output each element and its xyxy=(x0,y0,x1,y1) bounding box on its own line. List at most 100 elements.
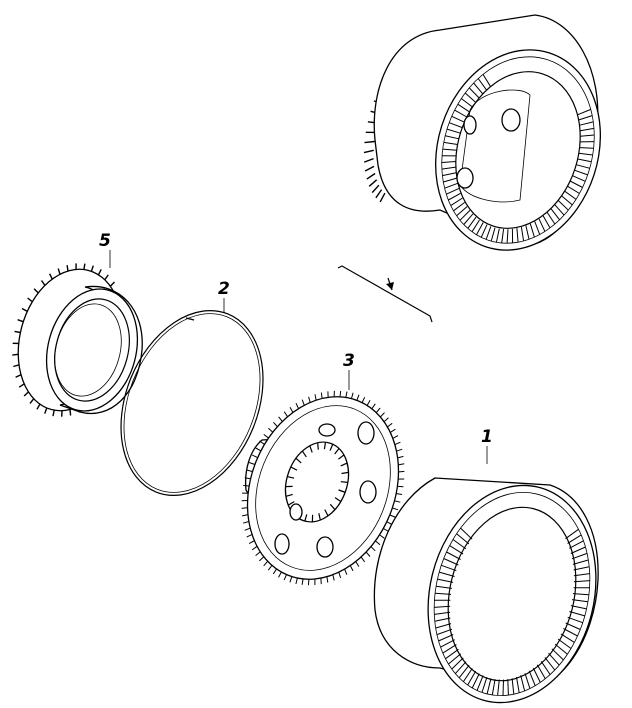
tooth xyxy=(561,195,573,206)
tooth xyxy=(569,611,585,617)
bolt-hole xyxy=(456,167,474,189)
tooth xyxy=(441,166,456,170)
tooth xyxy=(565,528,579,540)
tooth xyxy=(456,206,468,217)
internal-teeth xyxy=(441,74,595,244)
tooth xyxy=(443,141,458,145)
tooth xyxy=(371,184,380,194)
hub-hole xyxy=(274,533,290,555)
tooth xyxy=(453,201,466,212)
tooth xyxy=(451,657,464,670)
tooth xyxy=(467,670,477,686)
tooth xyxy=(450,197,463,207)
tooth xyxy=(579,147,594,149)
tooth xyxy=(480,224,488,238)
tooth xyxy=(363,149,374,154)
tooth xyxy=(462,668,473,682)
tooth xyxy=(436,628,453,636)
tooth xyxy=(441,161,456,163)
tooth xyxy=(564,190,577,200)
hub-hole xyxy=(359,480,377,504)
tooth xyxy=(435,592,452,595)
tooth xyxy=(560,633,575,643)
tooth xyxy=(579,121,594,126)
hub-hole xyxy=(289,503,303,521)
tooth xyxy=(567,616,583,624)
splined-bore xyxy=(285,442,349,522)
tooth xyxy=(364,165,375,172)
tooth xyxy=(457,103,470,113)
tooth xyxy=(460,98,473,108)
tooth xyxy=(534,221,541,235)
tooth xyxy=(565,622,581,630)
tooth xyxy=(329,443,334,451)
tooth xyxy=(528,670,536,686)
tooth xyxy=(550,208,560,221)
tooth xyxy=(532,667,541,683)
tooth xyxy=(318,513,321,521)
tooth xyxy=(440,639,455,648)
tooth xyxy=(467,216,477,229)
tooth xyxy=(544,657,556,671)
hub-hole xyxy=(318,423,336,437)
tooth xyxy=(570,605,587,610)
tooth xyxy=(458,664,470,679)
tooth xyxy=(338,489,346,493)
callout-1: 1 xyxy=(481,427,493,447)
tooth xyxy=(436,585,452,589)
tooth xyxy=(338,454,345,460)
tooth xyxy=(446,551,461,560)
tooth xyxy=(449,545,464,555)
tooth xyxy=(434,605,451,608)
tooth xyxy=(495,228,500,243)
tooth xyxy=(340,462,348,467)
tooth xyxy=(285,493,293,497)
tooth xyxy=(563,628,578,637)
tooth xyxy=(463,213,474,225)
tooth xyxy=(455,661,467,674)
tooth xyxy=(580,127,595,132)
tooth xyxy=(481,677,488,693)
tooth xyxy=(437,578,454,583)
hub-hole xyxy=(357,421,375,445)
tooth xyxy=(434,611,451,615)
assembled-ring-gear-unit xyxy=(363,14,602,251)
tooth xyxy=(573,573,590,577)
tooth xyxy=(580,134,595,137)
tooth xyxy=(516,228,519,243)
tooth xyxy=(366,172,376,180)
tooth xyxy=(442,172,457,177)
tooth xyxy=(309,445,313,453)
tooth xyxy=(554,643,568,655)
tooth xyxy=(569,180,583,188)
tooth xyxy=(501,229,505,244)
callout-5: 5 xyxy=(99,231,111,251)
tooth xyxy=(334,448,340,455)
tooth xyxy=(451,115,465,123)
tooth xyxy=(497,679,500,696)
tooth xyxy=(506,229,509,244)
tooth xyxy=(459,210,471,221)
tooth xyxy=(449,122,463,129)
tooth xyxy=(486,678,492,695)
tooth xyxy=(304,514,308,522)
tooth xyxy=(287,476,295,479)
tooth xyxy=(577,158,592,163)
tooth xyxy=(368,179,378,187)
bolt-hole xyxy=(463,115,477,135)
tooth xyxy=(546,212,556,225)
tooth xyxy=(443,558,459,566)
tooth xyxy=(324,509,329,517)
tooth xyxy=(485,226,492,240)
tooth xyxy=(567,534,582,544)
tooth xyxy=(434,617,451,622)
callout-3: 3 xyxy=(343,351,355,371)
ring-internal-teeth xyxy=(434,527,590,696)
tooth xyxy=(477,78,487,91)
tooth xyxy=(525,225,530,240)
tooth xyxy=(460,527,473,540)
tooth xyxy=(363,157,374,163)
tooth xyxy=(573,580,590,583)
tooth xyxy=(295,457,302,464)
tooth xyxy=(551,648,564,661)
